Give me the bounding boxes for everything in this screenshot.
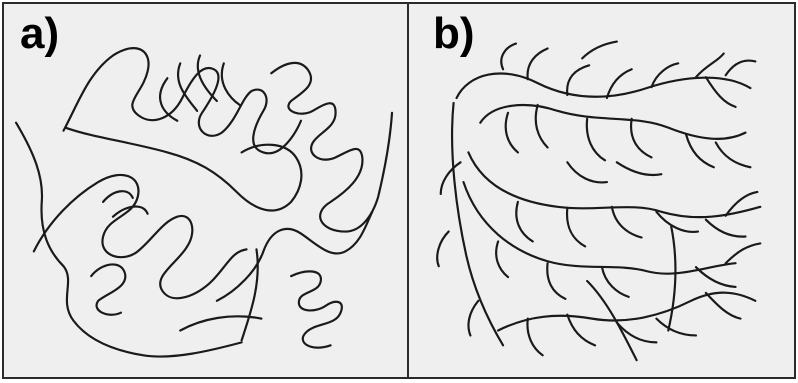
panel-a-label: a) [20, 12, 59, 56]
panel-b-branched-chains: b) [407, 2, 796, 379]
linear-chain-8 [217, 212, 372, 301]
linear-chain-9 [291, 271, 342, 347]
panel-a-linear-chains: a) [2, 2, 409, 379]
side-branches-middle [506, 105, 751, 183]
linear-chain-5 [271, 63, 392, 232]
linear-chain-6 [34, 175, 247, 298]
branched-backbone-6 [498, 293, 755, 331]
linear-chain-7 [91, 191, 147, 315]
side-branches-top [501, 42, 755, 107]
panel-b-drawing [409, 4, 794, 377]
branched-backbone-3 [468, 152, 760, 217]
branched-backbone-7 [587, 227, 675, 361]
branched-backbone-5 [452, 103, 503, 345]
linear-chain-3 [66, 128, 302, 211]
panel-a-drawing [4, 4, 407, 377]
branched-backbone-2 [480, 105, 745, 139]
branched-backbone-4 [463, 182, 735, 274]
panel-b-label: b) [433, 12, 475, 56]
side-branches-bottom [437, 162, 740, 355]
linear-chain-1 [16, 123, 242, 357]
